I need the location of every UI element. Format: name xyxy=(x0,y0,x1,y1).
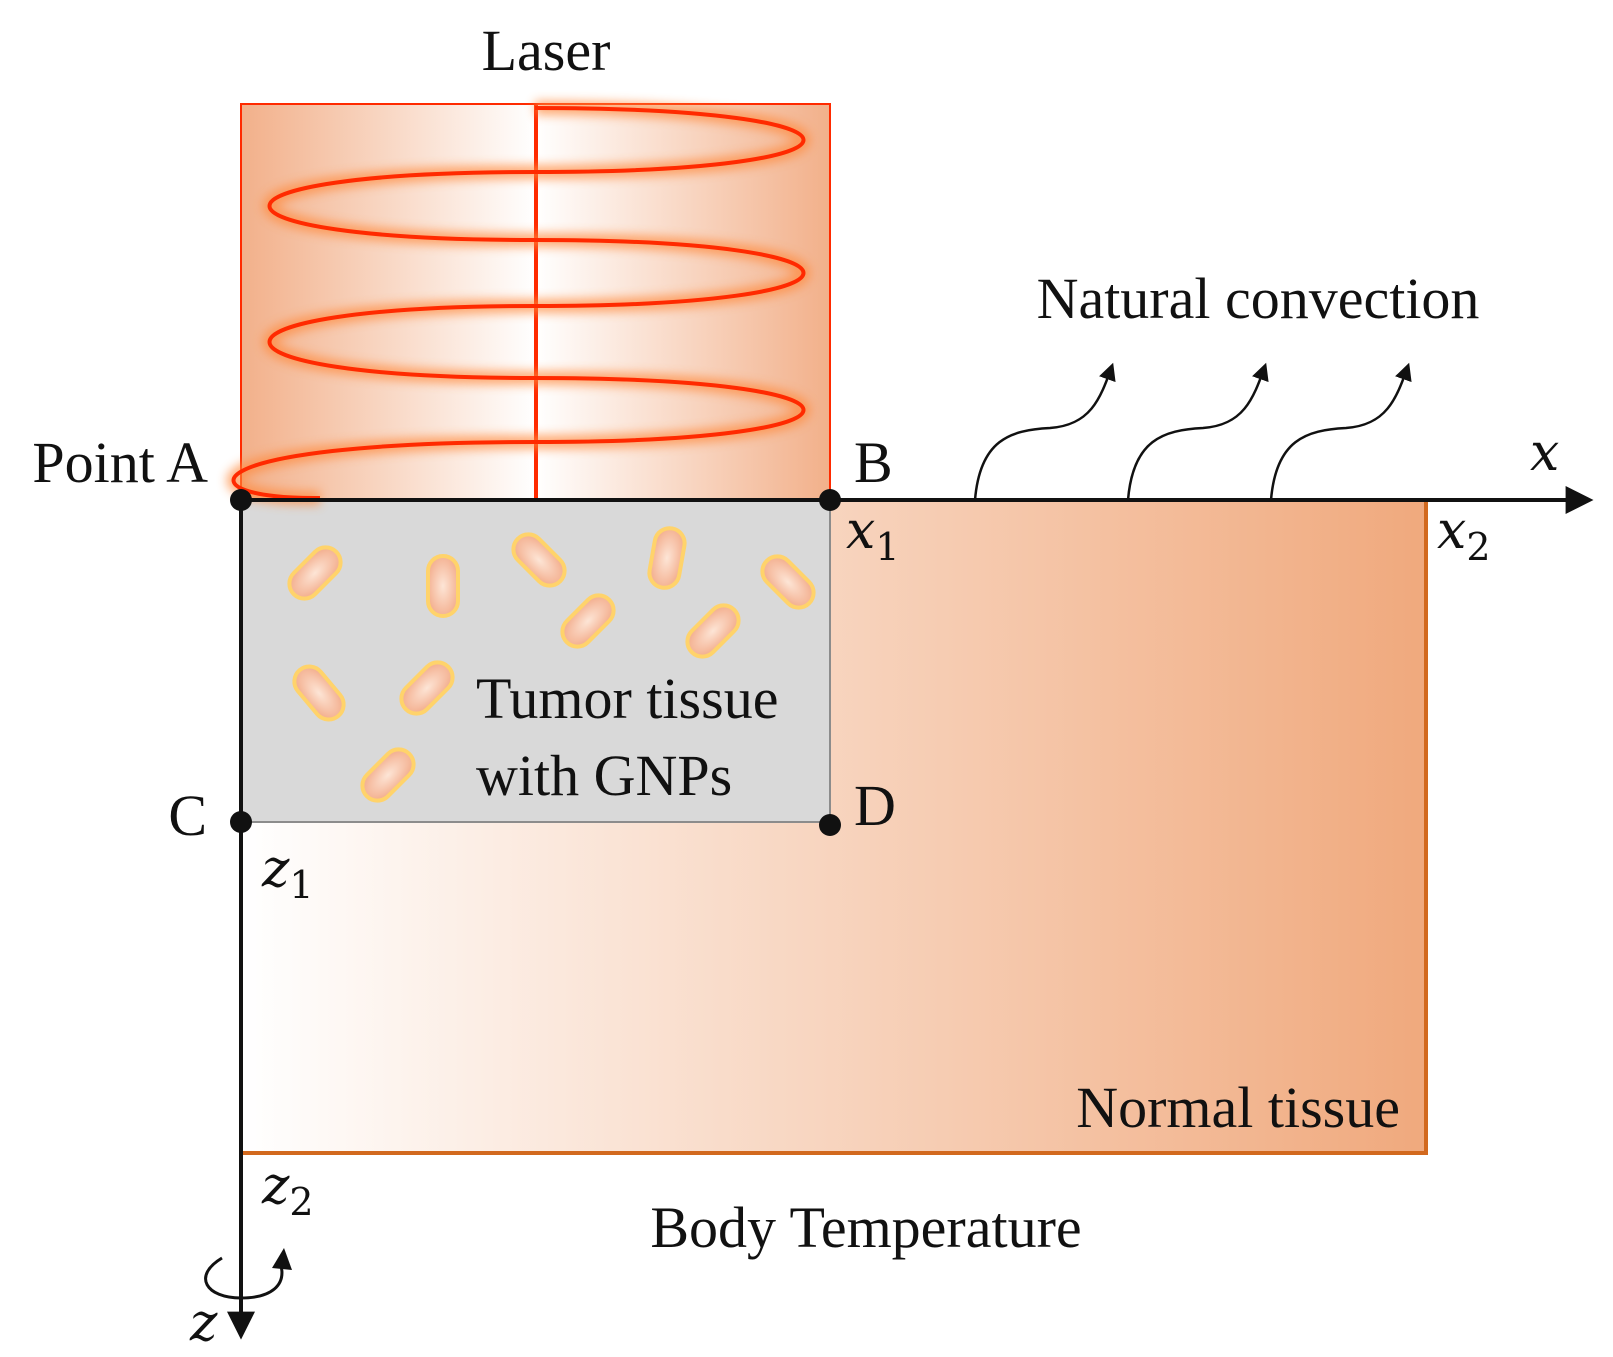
axisymmetric-rotation-icon xyxy=(204,1248,292,1300)
gnp-particle xyxy=(399,660,455,716)
laser-beam xyxy=(226,101,831,506)
normal-tissue-label: Normal tissue xyxy=(1076,1075,1400,1140)
convection-arrow-icon xyxy=(973,362,1116,501)
natural-convection-arrows xyxy=(973,362,1412,501)
z2-label: z2 xyxy=(261,1156,314,1224)
gnp-particle xyxy=(560,593,616,649)
body-temperature-label: Body Temperature xyxy=(650,1195,1081,1260)
tumor-label-line2: with GNPs xyxy=(476,743,732,808)
z1-label: z1 xyxy=(261,839,314,907)
point-a-marker xyxy=(230,489,252,511)
point-d-marker xyxy=(819,814,841,836)
point-b-marker xyxy=(819,489,841,511)
laser-label: Laser xyxy=(482,18,611,83)
point-b-label: B xyxy=(854,430,893,495)
gnp-particle xyxy=(360,747,416,803)
tumor-label-line1: Tumor tissue xyxy=(476,666,778,731)
gnp-particle xyxy=(292,664,346,722)
natural-convection-label: Natural convection xyxy=(1037,266,1480,331)
convection-arrow-icon xyxy=(1269,362,1412,501)
gnp-particle xyxy=(426,554,460,618)
z-axis-label: z xyxy=(189,1293,218,1353)
x-axis-label: x xyxy=(1530,423,1559,483)
point-d-label: D xyxy=(854,773,896,838)
laser-helix xyxy=(231,106,806,501)
gnp-particle xyxy=(685,603,741,659)
point-a-label: Point A xyxy=(32,430,208,495)
convection-arrow-icon xyxy=(1126,362,1269,501)
gnp-particle xyxy=(511,532,567,588)
x2-label: x2 xyxy=(1437,501,1491,569)
gnp-particle xyxy=(647,526,687,590)
gnp-particles xyxy=(287,526,816,803)
point-c-marker xyxy=(230,811,252,833)
point-c-label: C xyxy=(168,783,207,848)
gnp-particle xyxy=(287,545,343,601)
gnp-particle xyxy=(760,554,816,610)
x1-label: x1 xyxy=(846,501,900,569)
